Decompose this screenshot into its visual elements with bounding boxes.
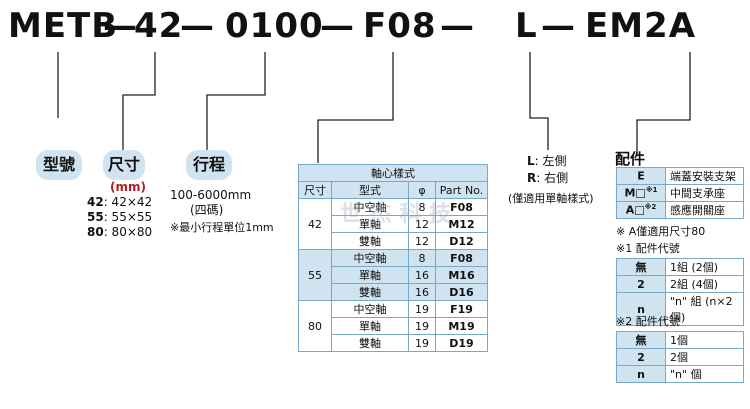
accessory-key-m: M□※1	[616, 184, 666, 202]
table-cell: 19	[408, 300, 436, 318]
table-cell: D16	[435, 283, 488, 301]
table-cell: F08	[435, 249, 488, 267]
table-cell: F19	[435, 300, 488, 318]
stroke-range: 100-6000mm	[170, 188, 252, 202]
accessory-table: E 端蓋安裝支架 M□※1 中間支承座 A□※2 感應開關座	[616, 167, 744, 219]
size-unit: (mm)	[110, 180, 146, 194]
table-cell: 19	[408, 334, 436, 352]
table-cell: 2個	[665, 348, 744, 366]
shaft-header-size: 尺寸	[298, 181, 332, 199]
size-option-55: 55: 55×55	[87, 210, 153, 224]
table-cell: "n" 組 (n×2個)	[665, 292, 744, 326]
code-series: METB	[8, 6, 119, 46]
code-accessory: EM2A	[585, 6, 697, 46]
table-cell: 8	[408, 249, 436, 267]
accessory-code1-title: ※1 配件代號	[616, 242, 680, 255]
table-cell: 2	[616, 348, 666, 366]
size-option-42: 42: 42×42	[87, 195, 153, 209]
accessory-code2-title: ※2 配件代號	[616, 315, 680, 328]
table-cell: D12	[435, 232, 488, 250]
code-dash-5: —	[541, 6, 576, 46]
table-cell: M19	[435, 317, 488, 335]
table-cell: 1個	[665, 331, 744, 349]
shaft-table: 軸心樣式 尺寸 型式 φ Part No. 42 中空軸 8 F08 單軸 12…	[298, 164, 488, 352]
accessory-key-e: E	[616, 167, 666, 185]
stroke-note: ※最小行程單位1mm	[170, 221, 274, 234]
table-cell: 2	[616, 275, 666, 293]
table-cell: D19	[435, 334, 488, 352]
accessory-title: 配件	[615, 150, 646, 168]
code-dash-1: —	[103, 6, 138, 46]
side-right: R: 右側	[527, 171, 569, 185]
table-cell: 16	[408, 266, 436, 284]
size-option-80: 80: 80×80	[87, 225, 153, 239]
accessory-desc-e: 端蓋安裝支架	[665, 167, 744, 185]
table-cell: "n" 個	[665, 365, 744, 383]
table-cell: 1組 (2個)	[665, 258, 744, 276]
side-note: (僅適用單軸樣式)	[508, 192, 594, 205]
table-cell: 12	[408, 232, 436, 250]
shaft-table-title: 軸心樣式	[298, 164, 488, 182]
table-cell: M16	[435, 266, 488, 284]
code-shaft: F08	[363, 6, 437, 46]
model-label: 型號	[36, 150, 82, 180]
table-cell: 無	[616, 331, 666, 349]
shaft-header-type: 型式	[331, 181, 409, 199]
size-label: 尺寸	[103, 150, 145, 180]
code-stroke: 0100	[225, 6, 324, 46]
table-cell: 中空軸	[331, 198, 409, 216]
code-dash-3: —	[320, 6, 355, 46]
table-cell: 雙軸	[331, 232, 409, 250]
code-side: L	[515, 6, 538, 46]
accessory-note-a: ※ A僅適用尺寸80	[616, 225, 706, 238]
accessory-desc-a: 感應開關座	[665, 201, 744, 219]
accessory-desc-m: 中間支承座	[665, 184, 744, 202]
shaft-size-55: 55	[298, 249, 332, 301]
table-cell: 19	[408, 317, 436, 335]
code-size: 42	[134, 6, 184, 46]
table-cell: 雙軸	[331, 283, 409, 301]
accessory-key-a: A□※2	[616, 201, 666, 219]
code-dash-2: —	[180, 6, 215, 46]
table-cell: 中空軸	[331, 300, 409, 318]
side-left: L: 左側	[527, 154, 567, 168]
shaft-size-42: 42	[298, 198, 332, 250]
stroke-label: 行程	[186, 150, 232, 180]
table-cell: 雙軸	[331, 334, 409, 352]
code-dash-4: —	[440, 6, 475, 46]
table-cell: 單軸	[331, 317, 409, 335]
table-cell: 無	[616, 258, 666, 276]
table-cell: M12	[435, 215, 488, 233]
table-cell: 2組 (4個)	[665, 275, 744, 293]
stroke-sub: (四碼)	[190, 203, 224, 217]
shaft-size-80: 80	[298, 300, 332, 352]
table-cell: n	[616, 365, 666, 383]
table-cell: 單軸	[331, 266, 409, 284]
table-cell: 16	[408, 283, 436, 301]
table-cell: 中空軸	[331, 249, 409, 267]
watermark: 世 杰 科 技	[340, 202, 451, 227]
